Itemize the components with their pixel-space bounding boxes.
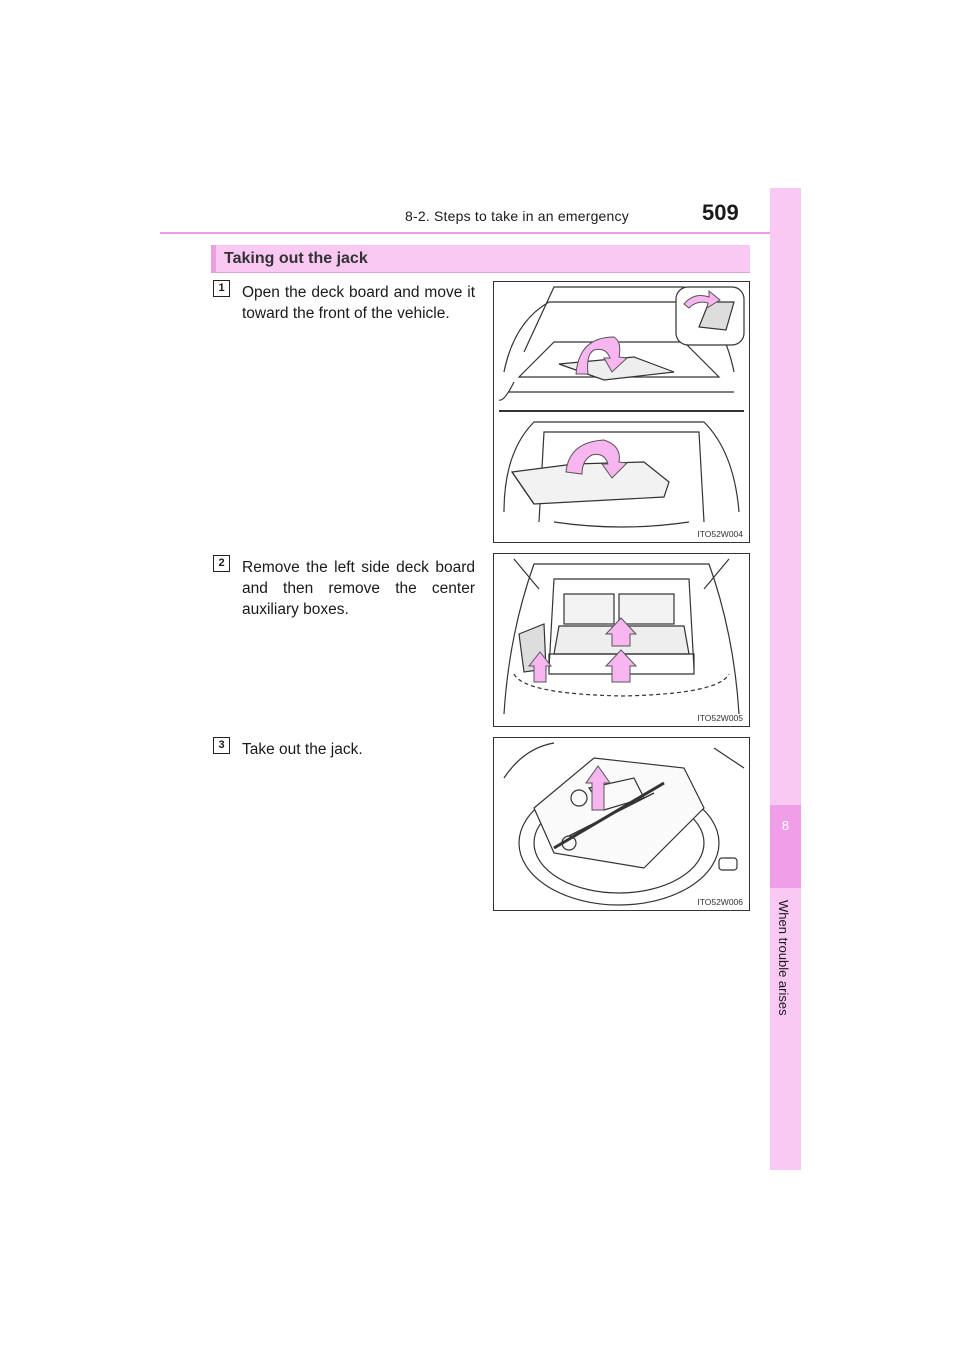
figure-open-deck-board: ITO52W004 <box>493 281 750 543</box>
step-number-1: 1 <box>213 280 230 297</box>
step-text-3: Take out the jack. <box>242 741 363 758</box>
figure-remove-deck-board: ITO52W005 <box>493 553 750 727</box>
chapter-title-vertical: When trouble arises <box>760 900 810 1016</box>
section-title: Taking out the jack <box>224 250 368 267</box>
deck-board-illustration <box>498 286 745 528</box>
step-number-3: 3 <box>213 737 230 754</box>
page-number: 509 <box>702 200 739 225</box>
chapter-number: 8 <box>781 818 790 833</box>
running-header: 8-2. Steps to take in an emergency <box>405 208 629 224</box>
figure-take-out-jack: ITO52W006 <box>493 737 750 911</box>
step-text-2: Remove the left side deck board and then… <box>242 559 475 618</box>
header-rule <box>160 232 800 234</box>
chapter-title: When trouble arises <box>776 900 791 1016</box>
chapter-thumb-tab-active[interactable] <box>770 805 801 888</box>
chapter-thumb-tab <box>770 188 801 1170</box>
section-heading-accent <box>211 245 216 272</box>
figure-code: ITO52W005 <box>697 713 743 723</box>
figure-code: ITO52W006 <box>697 897 743 907</box>
section-heading-bar <box>211 245 750 272</box>
step-number-2: 2 <box>213 555 230 572</box>
jack-illustration <box>503 742 745 906</box>
auxiliary-boxes-illustration <box>503 558 740 715</box>
figure-code: ITO52W004 <box>697 529 743 539</box>
step-text-1: Open the deck board and move it toward t… <box>242 284 475 322</box>
section-heading-underline <box>211 272 750 273</box>
